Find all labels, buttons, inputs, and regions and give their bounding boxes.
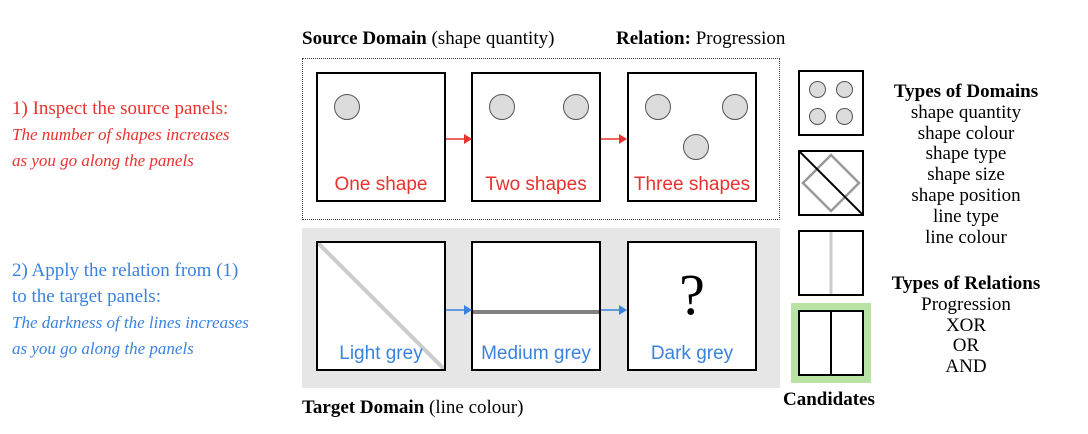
target-domain-type: (line colour) <box>424 397 524 418</box>
source-domain-title: Source Domain <box>302 28 427 49</box>
domains-title: Types of Domains <box>893 81 1039 102</box>
domain-item: line colour <box>925 226 1007 248</box>
source-arrow-1 <box>446 134 472 144</box>
source-panel-label: Three shapes <box>633 174 751 195</box>
relation-item: Progression <box>921 293 1011 315</box>
step2-desc-line1: The darkness of the lines increases <box>12 313 249 332</box>
light-grey-line <box>318 243 444 369</box>
source-panel-label: One shape <box>334 174 428 195</box>
candidate-3[interactable] <box>798 230 864 296</box>
circle-shape <box>489 94 515 120</box>
target-panel-3: ? Dark grey <box>627 241 757 371</box>
diamond-diagonal-shape <box>800 152 862 214</box>
relation-item: AND <box>945 356 987 378</box>
domain-item: shape colour <box>917 122 1015 144</box>
medium-grey-line <box>473 310 599 314</box>
source-panel-label: Two shapes <box>485 174 587 195</box>
domain-item: shape type <box>925 143 1007 165</box>
source-panel-1: One shape <box>316 72 446 202</box>
step1-block: 1) Inspect the source panels: The number… <box>12 96 230 174</box>
step1-title: 1) Inspect the source panels: <box>12 98 229 119</box>
target-arrow-2 <box>601 305 627 315</box>
step2-title-line2: to the target panels: <box>12 286 161 307</box>
domain-item: line type <box>933 205 999 227</box>
circle-shape <box>645 94 671 120</box>
source-panel-3: Three shapes <box>627 72 757 202</box>
candidate-2[interactable] <box>798 150 864 216</box>
source-panel-2: Two shapes <box>471 72 601 202</box>
source-arrow-2 <box>601 134 627 144</box>
circle-shape <box>722 94 748 120</box>
candidate-4[interactable] <box>798 310 864 376</box>
target-panel-label: Dark grey <box>650 343 734 364</box>
target-panel-label: Medium grey <box>481 343 591 364</box>
step2-block: 2) Apply the relation from (1) to the ta… <box>12 258 249 362</box>
relations-list: Types of Relations Progression XOR OR AN… <box>876 273 1056 378</box>
step2-desc-line2: as you go along the panels <box>12 339 194 358</box>
dark-vertical-line <box>830 312 832 374</box>
circle-shape <box>334 94 360 120</box>
domain-item: shape position <box>911 184 1021 206</box>
circle-shape <box>836 81 853 98</box>
target-domain-title: Target Domain <box>302 397 425 418</box>
domain-item: shape quantity <box>910 101 1022 123</box>
step1-desc-line1: The number of shapes increases <box>12 125 230 144</box>
relation-heading: Relation: Progression <box>616 28 785 50</box>
circle-shape <box>836 108 853 125</box>
relations-title: Types of Relations <box>891 273 1041 294</box>
relation-title: Relation: <box>616 28 691 49</box>
domains-list: Types of Domains shape quantity shape co… <box>876 81 1056 248</box>
target-panel-1: Light grey <box>316 241 446 371</box>
step1-desc-line2: as you go along the panels <box>12 151 194 170</box>
step2-title-line1: 2) Apply the relation from (1) <box>12 260 239 281</box>
target-arrow-1 <box>446 305 472 315</box>
domain-item: shape size <box>927 164 1005 186</box>
circle-shape <box>809 81 826 98</box>
relation-item: XOR <box>945 314 987 336</box>
circle-shape <box>563 94 589 120</box>
light-vertical-line <box>829 232 833 294</box>
question-mark: ? <box>679 262 705 327</box>
candidate-1[interactable] <box>798 70 864 136</box>
source-domain-box <box>302 58 780 220</box>
target-panel-label: Light grey <box>339 343 423 364</box>
source-domain-heading: Source Domain (shape quantity) <box>302 28 554 50</box>
relation-type: Progression <box>690 28 786 49</box>
relation-item: OR <box>952 335 980 357</box>
source-domain-type: (shape quantity) <box>426 28 555 49</box>
target-domain-heading: Target Domain (line colour) <box>302 397 523 419</box>
circle-shape <box>683 134 709 160</box>
target-panel-2: Medium grey <box>471 241 601 371</box>
candidates-label: Candidates <box>783 389 875 410</box>
circle-shape <box>809 108 826 125</box>
